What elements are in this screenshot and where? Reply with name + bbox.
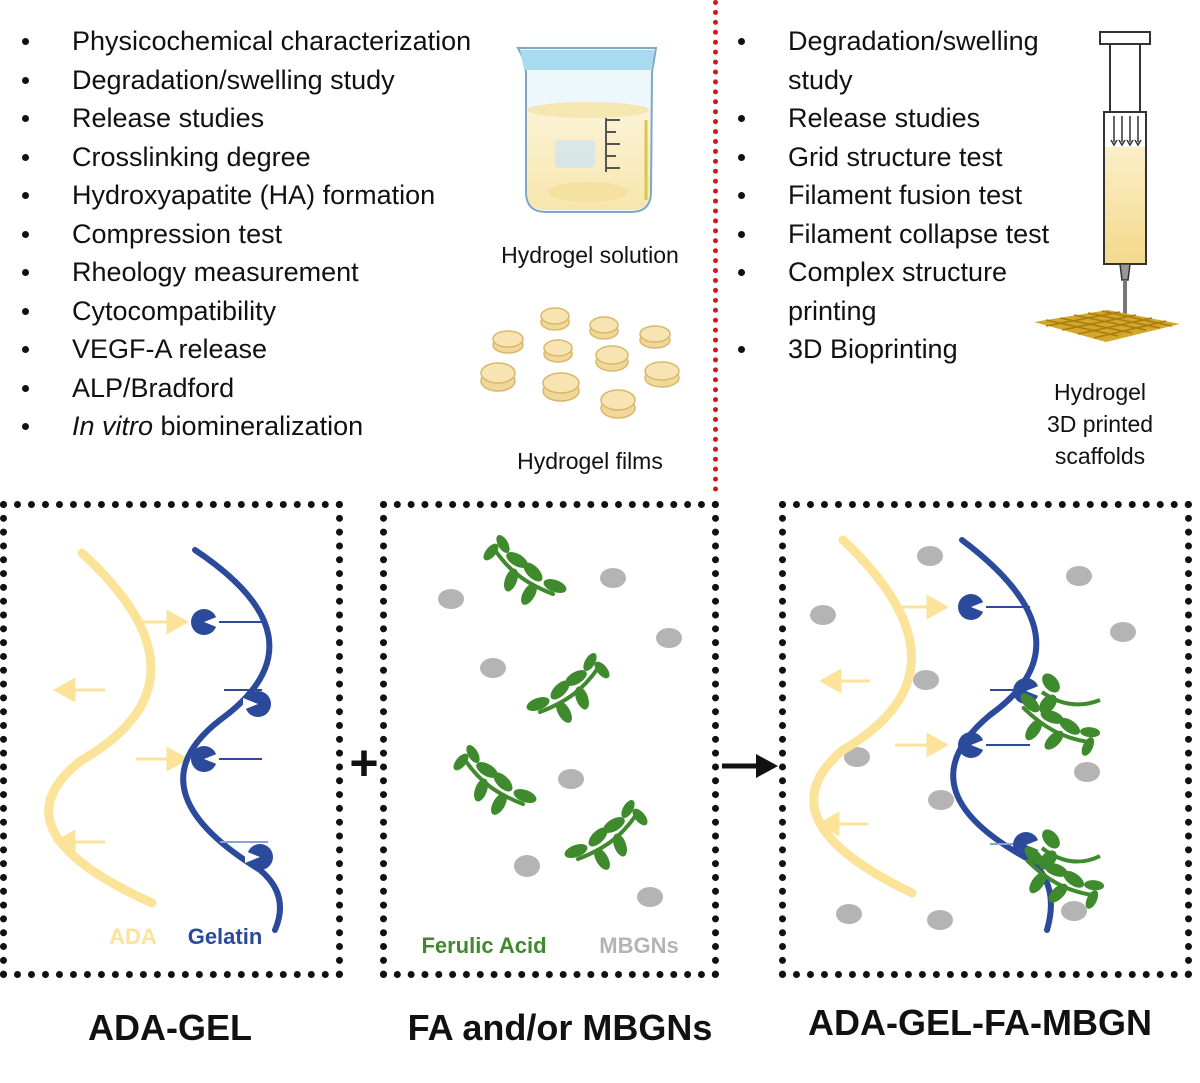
bullet-icon <box>738 269 745 276</box>
fa-mbgn-panel <box>380 501 719 978</box>
bullet-icon <box>22 423 29 430</box>
bullet-icon <box>22 115 29 122</box>
bullet-icon <box>738 192 745 199</box>
fa-mbgn-illustration <box>438 530 682 907</box>
list-item-text: Grid structure test <box>788 141 1003 172</box>
mbgn-particles <box>438 568 682 907</box>
bullet-icon <box>22 230 29 238</box>
hydrogel-films-icon <box>480 307 680 419</box>
list-item-text: Degradation/swelling study <box>72 64 395 95</box>
left-test-list: Physicochemical characterization Degrada… <box>20 22 490 446</box>
ferulic-acid-molecule <box>560 795 653 875</box>
ada-gel-panel <box>0 501 343 978</box>
caption-line: scaffolds <box>1054 443 1146 469</box>
bullet-icon <box>22 384 29 392</box>
bullet-icon <box>22 307 29 315</box>
syringe-icon <box>1099 31 1151 314</box>
ada-label: ADA <box>109 924 157 949</box>
bullet-icon <box>738 230 745 238</box>
list-item: ALP/Bradford <box>20 369 490 408</box>
ada-gel-title: ADA-GEL <box>88 1007 252 1048</box>
fa-mbgn-title: FA and/or MBGNs <box>407 1007 713 1048</box>
list-item-text: ALP/Bradford <box>72 372 235 403</box>
list-item: 3D Bioprinting <box>737 330 1097 369</box>
ferulic-acid-molecule <box>522 648 615 728</box>
caption-hydrogel-films: Hydrogel films <box>517 448 663 474</box>
gelatin-binding-site <box>191 609 219 635</box>
bullet-icon <box>22 269 29 276</box>
list-item-text: Filament fusion test <box>788 180 1023 210</box>
arrow-icon <box>722 754 778 778</box>
composite-illustration <box>809 535 1136 935</box>
caption-line: Hydrogel <box>1053 379 1147 405</box>
ferulic-acid-label: Ferulic Acid <box>421 933 546 958</box>
list-item: Degradation/swelling study <box>737 22 1097 99</box>
list-item: Compression test <box>20 215 490 254</box>
list-item-text: biomineralization <box>153 411 364 441</box>
list-item-italic: In vitro <box>72 411 154 441</box>
list-item: Cytocompatibility <box>20 292 490 331</box>
bullet-icon <box>22 38 29 45</box>
list-item-text: VEGF-A release <box>72 334 268 364</box>
list-item: Rheology measurement <box>20 253 490 292</box>
section-divider <box>713 0 718 492</box>
right-test-list: Degradation/swelling study Release studi… <box>737 22 1097 369</box>
list-item-text: Cytocompatibility <box>72 295 277 326</box>
list-item-text: Filament collapse test <box>788 218 1050 249</box>
bullet-icon <box>22 192 29 199</box>
gelatin-binding-site <box>191 746 219 772</box>
list-item-text: Release studies <box>72 103 265 133</box>
mbgn-particles <box>810 546 1136 930</box>
bullet-icon <box>22 153 29 161</box>
list-item-text: Crosslinking degree <box>72 141 311 172</box>
scaffold-grid-icon <box>1034 310 1180 342</box>
list-item: Degradation/swelling study <box>20 61 490 100</box>
list-item-text: Physicochemical characterization <box>72 26 472 56</box>
list-item: Release studies <box>20 99 490 138</box>
bullet-icon <box>738 38 745 45</box>
list-item: Grid structure test <box>737 138 1097 177</box>
gelatin-label: Gelatin <box>188 924 263 949</box>
list-item: Physicochemical characterization <box>20 22 490 61</box>
gelatin-binding-site <box>958 594 986 620</box>
ferulic-acid-molecule <box>448 740 541 820</box>
composite-title: ADA-GEL-FA-MBGN <box>808 1002 1152 1043</box>
list-item: VEGF-A release <box>20 330 490 369</box>
ferulic-acid-molecule <box>478 530 571 610</box>
list-item: Release studies <box>737 99 1097 138</box>
list-item-text: Release studies <box>788 103 981 133</box>
gelatin-chain <box>180 547 283 933</box>
list-item-text: Hydroxyapatite (HA) formation <box>72 180 436 210</box>
composite-panel <box>779 501 1192 978</box>
ada-chain <box>44 548 157 908</box>
list-item-text: Degradation/swelling study <box>788 26 1039 95</box>
list-item: In vitro biomineralization <box>20 407 490 446</box>
list-item: Filament fusion test <box>737 176 1097 215</box>
bullet-icon <box>738 346 745 353</box>
list-item: Filament collapse test <box>737 215 1097 254</box>
bullet-icon <box>22 76 29 84</box>
list-item-text: 3D Bioprinting <box>788 334 958 364</box>
ada-arrows <box>52 609 190 855</box>
list-item: Hydroxyapatite (HA) formation <box>20 176 490 215</box>
bullet-icon <box>738 115 745 122</box>
caption-3d-scaffolds: Hydrogel 3D printed scaffolds <box>1000 376 1200 472</box>
list-item-text: Complex structure printing <box>788 257 1008 326</box>
caption-line: 3D printed <box>1046 411 1154 437</box>
beaker-icon <box>516 47 658 213</box>
plus-sign: + <box>349 735 378 791</box>
list-item: Crosslinking degree <box>20 138 490 177</box>
bullet-icon <box>738 153 745 161</box>
list-item: Complex structure printing <box>737 253 1097 330</box>
gelatin-binding-site <box>958 732 986 758</box>
list-item-text: Rheology measurement <box>72 257 359 287</box>
list-item-text: Compression test <box>72 218 283 249</box>
ada-gel-illustration <box>44 547 283 933</box>
mbgn-label: MBGNs <box>599 933 678 958</box>
caption-hydrogel-solution: Hydrogel solution <box>501 242 679 268</box>
bullet-icon <box>22 346 29 353</box>
ada-chain <box>809 535 917 898</box>
